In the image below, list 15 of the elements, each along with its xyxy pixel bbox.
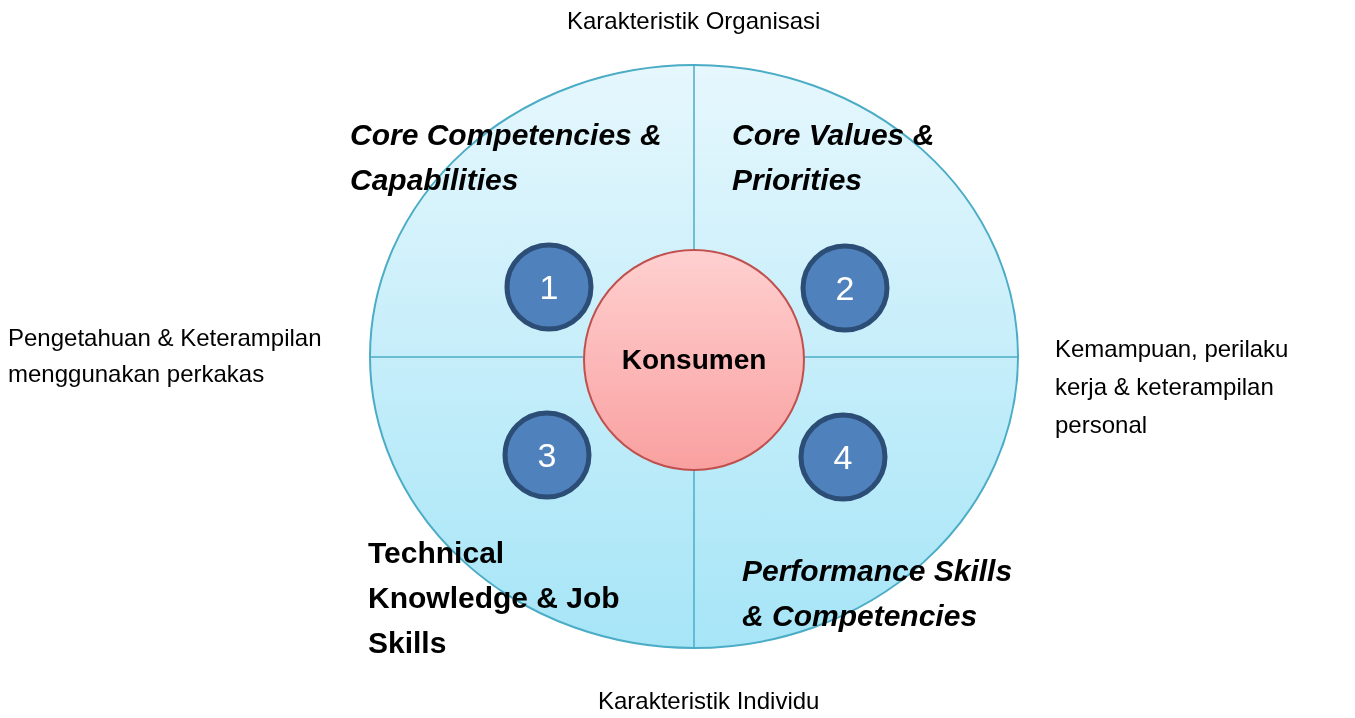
axis-label: Pengetahuan & Keterampilan menggunakan perkakas <box>8 323 323 389</box>
circle-number: 3 <box>537 435 557 475</box>
circle-number: 4 <box>833 437 853 477</box>
axis-label: Karakteristik Organisasi <box>567 6 822 36</box>
circle-number: 1 <box>539 267 559 307</box>
center-circle <box>582 248 806 472</box>
center-label: Konsumen <box>621 344 767 376</box>
circle-number: 2 <box>835 268 855 308</box>
number-circle <box>796 410 890 504</box>
axis-label: Karakteristik Individu <box>598 686 821 716</box>
number-circle <box>502 240 596 334</box>
quadrant-title: Core Values & Priorities <box>732 117 936 198</box>
number-circle <box>798 241 892 335</box>
axis-label: Kemampuan, perilaku kerja & keterampilan personal <box>1055 334 1290 440</box>
number-circle <box>500 408 594 502</box>
